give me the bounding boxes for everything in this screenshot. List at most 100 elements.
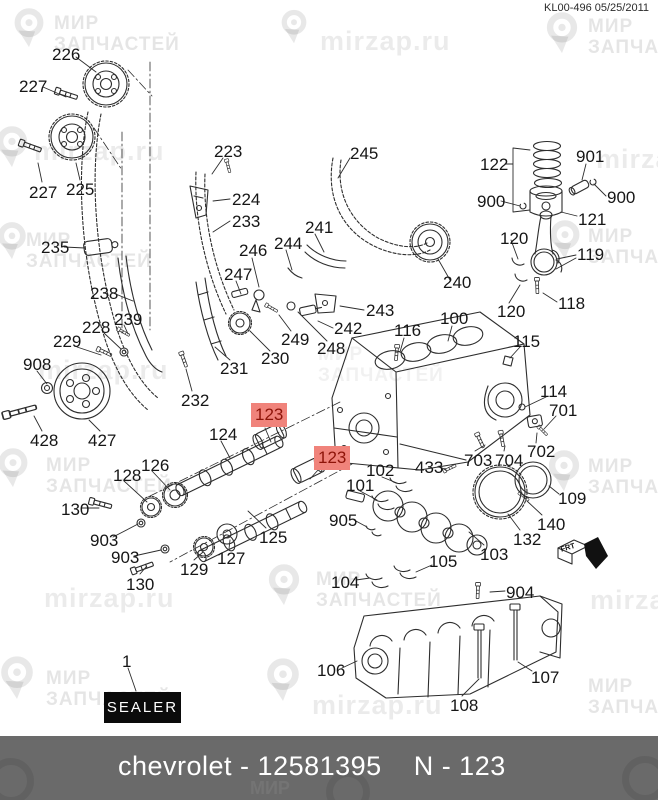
part-label: 901 <box>576 147 605 166</box>
part-label: 231 <box>220 359 249 378</box>
watermark-logo <box>0 222 26 260</box>
frt-arrow: FRT <box>557 537 608 569</box>
watermark-ring <box>0 758 34 800</box>
part-label: 224 <box>232 190 261 209</box>
part-label: 703 <box>464 451 493 470</box>
part-label: 900 <box>477 192 506 211</box>
part-label: 904 <box>506 583 535 602</box>
part-label: 241 <box>305 218 334 237</box>
part-label: 225 <box>66 180 95 199</box>
part-label: 243 <box>366 301 395 320</box>
footer-brand-part: chevrolet - 12581395 <box>118 751 382 781</box>
part-label: 704 <box>495 451 524 470</box>
bearing-shells <box>365 477 417 589</box>
watermark-logo <box>0 448 28 488</box>
part-label: 109 <box>558 489 587 508</box>
construction-lines <box>93 61 353 563</box>
part-label: 118 <box>558 294 586 313</box>
chain-guides <box>117 244 347 373</box>
tensioners-and-brackets <box>83 158 337 369</box>
part-label: 903 <box>111 548 140 567</box>
part-label: 233 <box>232 212 261 231</box>
crank-pulley <box>0 362 111 421</box>
part-label: 102 <box>366 461 395 480</box>
part-label: 124 <box>209 425 238 444</box>
watermark-logo <box>548 450 580 492</box>
doc-code: KL00-496 05/25/2011 <box>544 2 649 14</box>
part-label: 114 <box>540 382 568 401</box>
part-label: 101 <box>346 476 375 495</box>
part-label: 132 <box>513 530 542 549</box>
part-label: 242 <box>334 319 363 338</box>
watermark-logo <box>268 564 300 606</box>
part-label: 908 <box>23 355 52 374</box>
part-label: 120 <box>497 302 526 321</box>
part-label: 105 <box>429 552 458 571</box>
watermark-logo <box>0 126 28 168</box>
timing-chains <box>80 111 431 411</box>
part-label: 128 <box>113 466 142 485</box>
part-label: 248 <box>317 339 346 358</box>
part-label: 702 <box>527 442 556 461</box>
part-label: 235 <box>41 238 70 257</box>
part-label: 115 <box>513 332 541 351</box>
part-label: 122 <box>480 155 509 174</box>
part-label: 223 <box>214 142 243 161</box>
part-label: 249 <box>281 330 310 349</box>
watermark-logo <box>550 220 580 260</box>
part-label: 238 <box>90 284 119 303</box>
watermark-ring <box>326 770 370 800</box>
part-label: 240 <box>443 273 472 292</box>
part-label: 247 <box>224 265 253 284</box>
part-label: 229 <box>53 332 82 351</box>
watermark-ring <box>622 756 658 800</box>
part-label: 127 <box>217 549 246 568</box>
part-label: 232 <box>181 391 210 410</box>
part-label: 239 <box>114 310 143 329</box>
piston-group <box>502 140 597 411</box>
part-label: 227 <box>19 77 48 96</box>
block-small-parts <box>442 414 549 474</box>
part-label: 227 <box>29 183 58 202</box>
part-label: 104 <box>331 573 360 592</box>
watermark-brand: МИР <box>250 778 290 798</box>
ring-gear-and-seal <box>472 461 552 520</box>
watermark-logo <box>1 656 33 700</box>
part-label: 100 <box>440 309 469 328</box>
part-label: 905 <box>329 511 358 530</box>
part-label: 900 <box>607 188 636 207</box>
idler-gear <box>409 221 451 263</box>
part-label: 119 <box>577 245 605 264</box>
diagram-line-art: FRT <box>0 56 608 699</box>
part-label: 428 <box>30 431 59 450</box>
part-label: 701 <box>549 401 578 420</box>
part-label: 126 <box>141 456 170 475</box>
part-label: 121 <box>578 210 607 229</box>
part-label: 230 <box>261 349 290 368</box>
part-label: 130 <box>61 500 90 519</box>
lower-crankcase <box>353 582 563 699</box>
part-label: 103 <box>480 545 509 564</box>
part-label: 246 <box>239 241 268 260</box>
part-label: 1 <box>122 652 132 671</box>
watermark-logo <box>267 658 299 702</box>
sealer-tag: SEALER <box>104 692 181 723</box>
part-label: 140 <box>537 515 566 534</box>
frt-label: FRT <box>559 541 576 554</box>
part-label-highlighted: 123 <box>251 403 288 427</box>
part-label: 106 <box>317 661 346 680</box>
part-label: 120 <box>500 229 529 248</box>
part-label: 108 <box>450 696 479 715</box>
part-label: 433 <box>415 458 444 477</box>
watermark-logo <box>546 12 578 54</box>
part-label: 226 <box>52 45 81 64</box>
watermark-logo <box>14 8 44 48</box>
part-label: 129 <box>180 560 209 579</box>
part-label: 130 <box>126 575 155 594</box>
engine-block <box>331 311 531 471</box>
part-label: 116 <box>394 321 422 340</box>
